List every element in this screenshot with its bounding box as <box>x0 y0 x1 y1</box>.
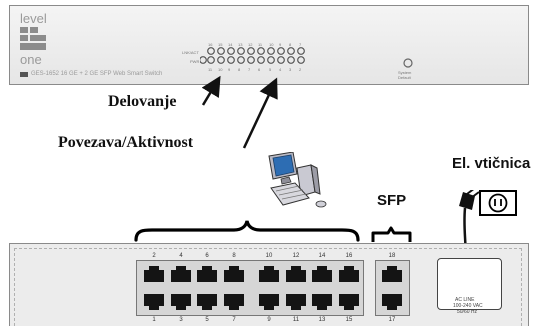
link-activity-callout: Povezava/Aktivnost <box>58 134 194 151</box>
level-one-logo-icon <box>20 27 46 50</box>
port-number: 8 <box>232 253 236 259</box>
led-number: 7 <box>248 67 251 72</box>
port-number: 13 <box>318 317 326 323</box>
port-number: 7 <box>232 317 236 323</box>
computer-icon <box>268 152 327 208</box>
port-number: 3 <box>179 317 183 323</box>
led-number: 8 <box>238 67 241 72</box>
port-number: 6 <box>205 253 209 259</box>
lnk-act-label: LNK/ACT <box>182 50 199 55</box>
port-number: 16 <box>345 253 353 259</box>
led-number: 10 <box>269 42 274 47</box>
ac-line-label: AC LINE <box>455 297 475 303</box>
led-number: 7 <box>299 42 302 47</box>
ac-voltage-label: 100-240 VAC <box>453 303 483 309</box>
sfp-port-number-top: 18 <box>388 253 396 259</box>
led-number: 12 <box>248 42 253 47</box>
led-number: 5 <box>269 67 272 72</box>
power-socket-icon <box>479 190 517 216</box>
led-number: 2 <box>299 67 302 72</box>
port-number: 15 <box>345 317 353 323</box>
switch-front-panel <box>9 5 529 85</box>
operation-callout: Delovanje <box>108 93 177 110</box>
led-number: 9 <box>279 42 282 47</box>
model-label: GES-1652 16 GE + 2 GE SFP Web Smart Swit… <box>31 71 163 77</box>
sfp-ports-brace <box>371 226 412 242</box>
sfp-rj45-ports <box>382 266 402 310</box>
ac-frequency-label: 50/60 Hz <box>457 309 478 315</box>
logo-text-top: level <box>20 11 47 26</box>
led-number: 16 <box>208 42 213 47</box>
port-number: 4 <box>179 253 183 259</box>
led-number: 9 <box>228 67 231 72</box>
led-number: 14 <box>228 42 233 47</box>
reset-button-icon <box>403 58 413 68</box>
sfp-port-number-bottom: 17 <box>388 317 396 323</box>
rear-panel-inner <box>14 248 522 326</box>
logo-text-bottom: one <box>20 52 42 67</box>
port-number: 10 <box>265 253 273 259</box>
port-number: 5 <box>205 317 209 323</box>
lan-ports-brace <box>134 220 360 242</box>
port-number: 1 <box>152 317 156 323</box>
led-number: 6 <box>258 67 261 72</box>
sfp-label: SFP <box>377 192 407 209</box>
default-label: Default <box>398 75 411 80</box>
power-socket-label: El. vtičnica <box>452 155 531 172</box>
ac-power-inlet <box>437 258 502 310</box>
led-indicator-array <box>200 47 305 64</box>
led-number: 11 <box>258 42 263 47</box>
port-number: 2 <box>152 253 156 259</box>
led-number: 10 <box>218 67 223 72</box>
port-number: 14 <box>318 253 326 259</box>
model-marker-icon <box>20 72 28 77</box>
led-number: 8 <box>289 42 292 47</box>
lan-rj45-ports <box>144 266 359 310</box>
port-number: 11 <box>292 317 300 323</box>
led-number: 3 <box>289 67 292 72</box>
pwr-label: PWR <box>190 59 200 64</box>
port-number: 12 <box>292 253 300 259</box>
port-number: 9 <box>267 317 271 323</box>
led-number: 11 <box>208 67 213 72</box>
system-label: System <box>398 70 412 75</box>
led-number: 13 <box>238 42 243 47</box>
led-number: 4 <box>279 67 282 72</box>
led-number: 15 <box>218 42 223 47</box>
